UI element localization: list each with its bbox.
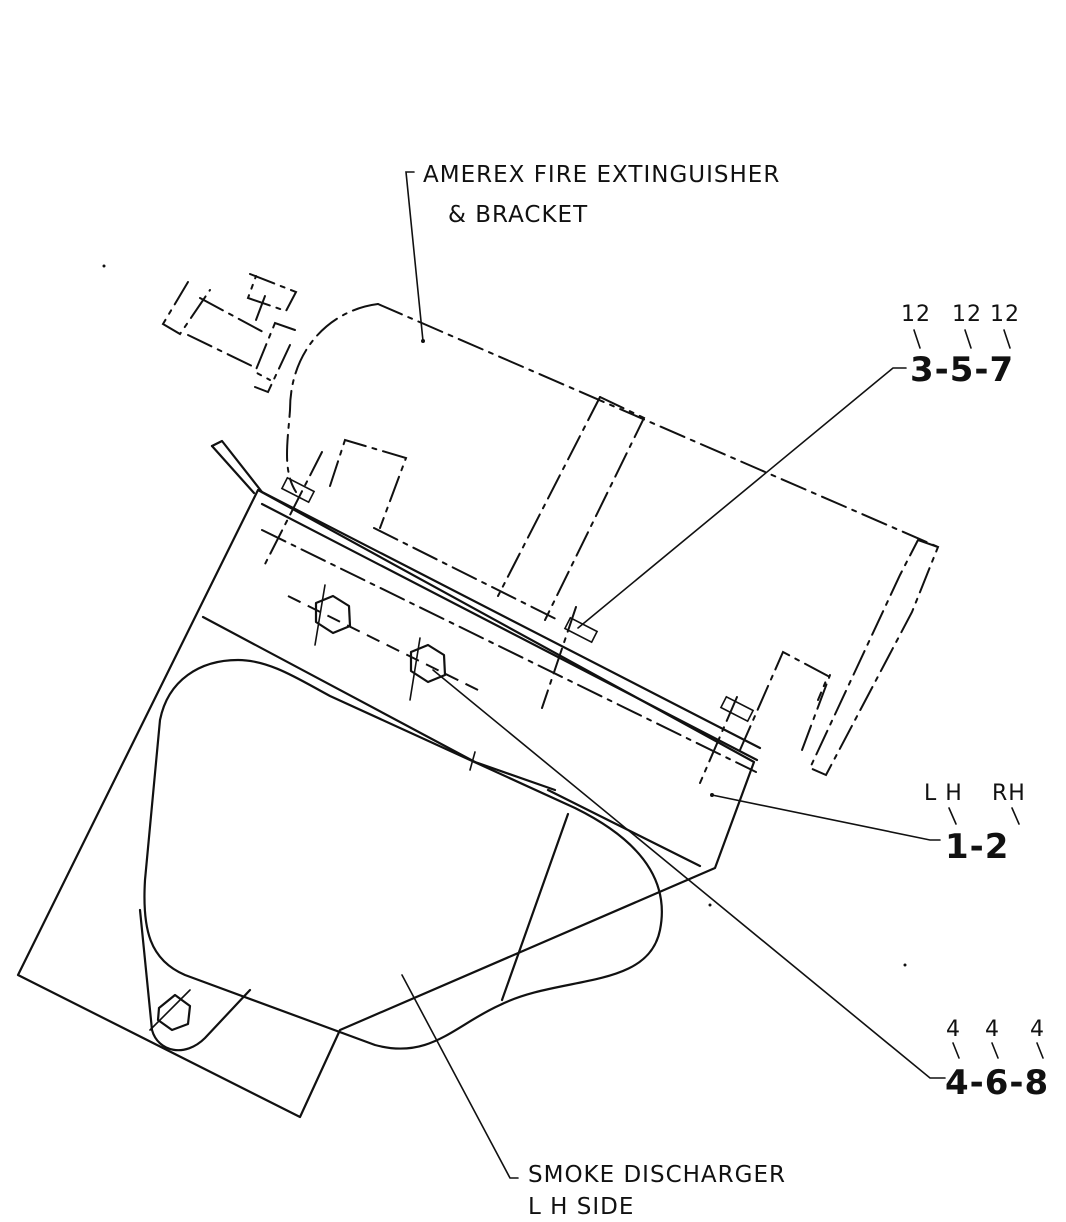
smoke-discharger	[138, 658, 663, 1052]
bolt-heads	[287, 584, 479, 701]
bracket-rails	[210, 439, 762, 773]
part-numbers-1-2: 1-2	[945, 827, 1009, 867]
qty-washer-3: 12	[901, 302, 931, 327]
qty-washer-7: 12	[990, 302, 1020, 327]
smoke-label-line2: L H SIDE	[528, 1194, 634, 1220]
extinguisher-label-line1: AMEREX FIRE EXTINGUISHER	[423, 162, 780, 188]
extinguisher-label: AMEREX FIRE EXTINGUISHER & BRACKET	[423, 162, 780, 228]
fire-extinguisher	[161, 273, 940, 784]
part-numbers-4-6-8: 4-6-8	[945, 1063, 1049, 1103]
part-numbers-3-5-7: 3-5-7	[910, 350, 1014, 390]
side-rh: RH	[992, 781, 1026, 806]
smoke-discharger-label: SMOKE DISCHARGER L H SIDE	[528, 1162, 786, 1220]
extinguisher-label-line2: & BRACKET	[448, 202, 588, 228]
callout-bracket: L H RH 1-2	[924, 781, 1026, 867]
smoke-label-line1: SMOKE DISCHARGER	[528, 1162, 786, 1188]
washers	[280, 476, 755, 723]
qty-bolt-6: 4	[985, 1017, 1000, 1042]
qty-washer-5: 12	[952, 302, 982, 327]
callout-washers: 12 12 12 3-5-7	[901, 302, 1020, 390]
qty-bolt-8: 4	[1030, 1017, 1045, 1042]
callout-bolts: 4 4 4 4-6-8	[945, 1017, 1049, 1103]
leader-lines	[401, 171, 946, 1179]
mounting-plate	[16, 488, 756, 1119]
qty-bolt-4: 4	[946, 1017, 961, 1042]
side-lh: L H	[924, 781, 963, 806]
